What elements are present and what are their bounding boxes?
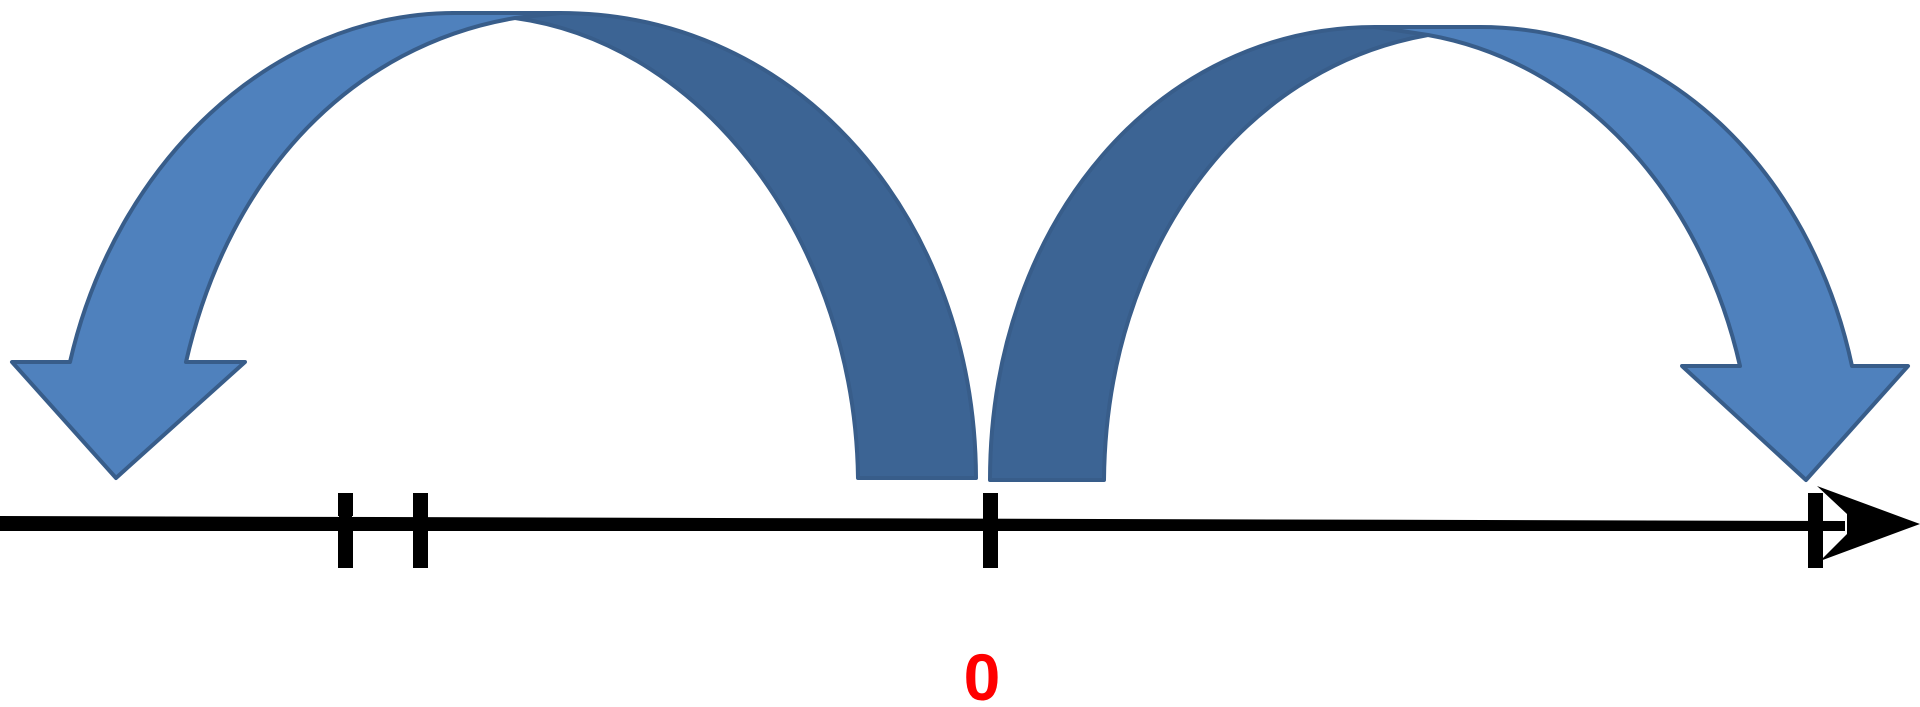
left-jump-arrow-tail: [450, 11, 978, 480]
number-line: [0, 486, 1920, 568]
left-jump-arrow: [10, 11, 978, 480]
right-jump-arrow-tail: [988, 25, 1482, 482]
zero-label: 0: [964, 640, 1001, 707]
tick-mark: [1808, 493, 1823, 568]
right-jump-arrow: [988, 25, 1910, 482]
left-jump-arrow-head: [10, 11, 562, 480]
tick-mark: [413, 493, 428, 568]
axis-line: [0, 516, 1845, 531]
tick-mark: [338, 493, 353, 568]
right-jump-arrow-head: [1373, 25, 1910, 482]
arrowhead-right-icon: [1817, 486, 1920, 561]
tick-mark-zero: [983, 493, 998, 568]
